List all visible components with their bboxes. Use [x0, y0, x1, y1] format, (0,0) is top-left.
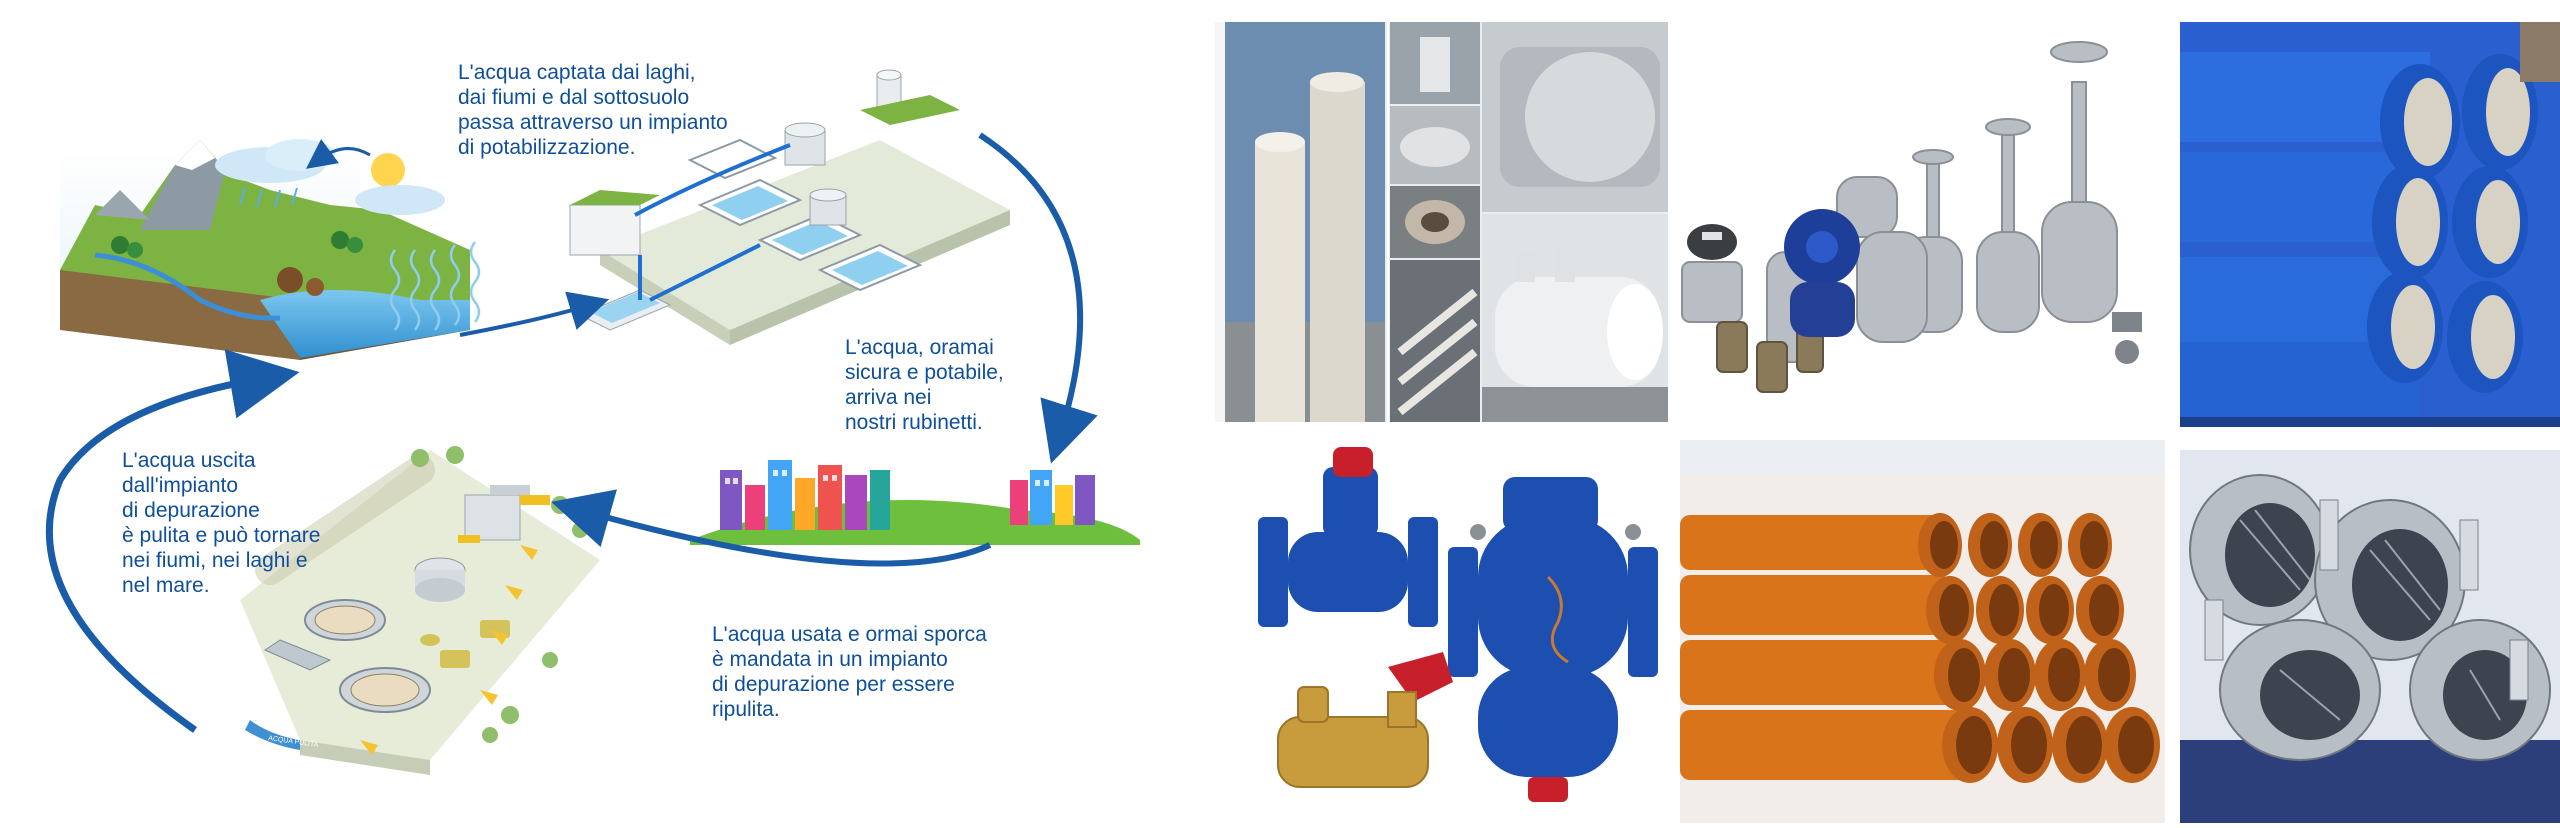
- town-buildings: [690, 460, 1140, 545]
- photo-balancing-valves: [1238, 437, 1660, 823]
- photo-blue-pipes: [2180, 22, 2560, 427]
- photo-orange-pvc-pipes: [1680, 440, 2165, 823]
- water-cycle-illustration: ACQUA PULITA: [45, 69, 1140, 775]
- caption-intake: L'acqua captata dai laghi, dai fiumi e d…: [458, 61, 728, 159]
- cycle-arrows: [45, 132, 1098, 733]
- photo-industrial-valves: [1672, 22, 2148, 422]
- water-cycle-diagram: ACQUA PULITA L'acqua captata dai laghi, …: [0, 0, 1160, 823]
- weather-cycle: [215, 139, 481, 331]
- caption-distribution: L'acqua, oramai sicura e potabile, arriv…: [845, 336, 1004, 434]
- photo-frp-tanks-collage: [1215, 22, 1668, 422]
- photo-stainless-clamps: [2180, 440, 2560, 823]
- caption-return: L'acqua uscita dall'impianto di depurazi…: [122, 449, 321, 597]
- wastewater-plant: ACQUA PULITA: [240, 446, 600, 775]
- caption-wastewater: L'acqua usata e ormai sporca è mandata i…: [712, 623, 987, 721]
